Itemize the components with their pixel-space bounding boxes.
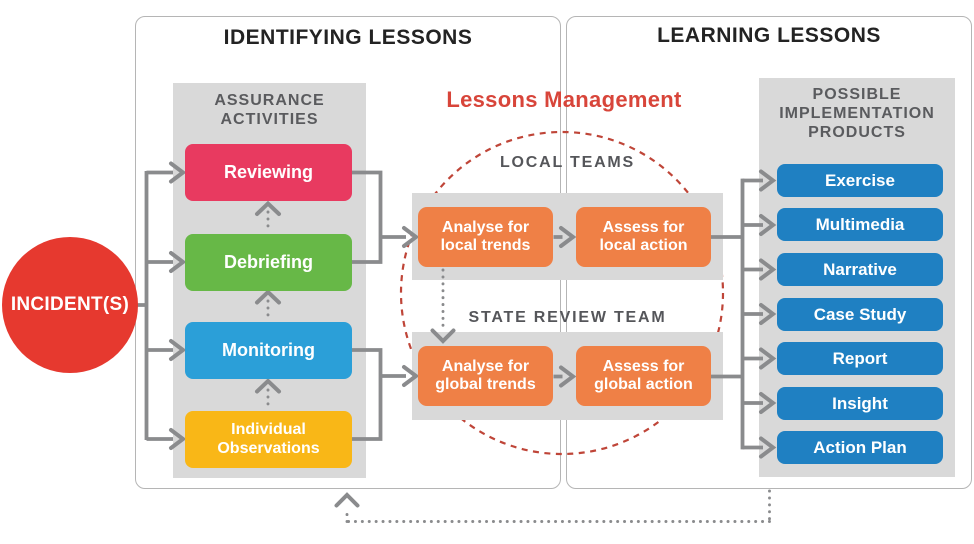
assess-local-action-box: Assess for local action <box>576 207 711 267</box>
debriefing-box: Debriefing <box>185 234 352 291</box>
action-plan-box: Action Plan <box>777 431 943 464</box>
possible-implementation-products-title: POSSIBLE IMPLEMENTATION PRODUCTS <box>779 86 935 141</box>
analyse-local-trends-box: Analyse for local trends <box>418 207 553 267</box>
case-study-box: Case Study <box>777 298 943 331</box>
state-review-team-label: STATE REVIEW TEAM <box>468 309 667 326</box>
analyse-global-trends-box: Analyse for global trends <box>418 346 553 406</box>
reviewing-box: Reviewing <box>185 144 352 201</box>
individual-observations-box: Individual Observations <box>185 411 352 468</box>
learning-lessons-title: LEARNING LESSONS <box>657 24 881 47</box>
assess-global-action-box: Assess for global action <box>576 346 711 406</box>
insight-box: Insight <box>777 387 943 420</box>
assurance-activities-title: ASSURANCE ACTIVITIES <box>214 92 325 128</box>
narrative-box: Narrative <box>777 253 943 286</box>
identifying-lessons-title: IDENTIFYING LESSONS <box>223 26 473 49</box>
incident-circle: INCIDENT(S) <box>2 237 138 373</box>
local-teams-label: LOCAL TEAMS <box>499 154 636 171</box>
lessons-management-title: Lessons Management <box>446 87 682 112</box>
monitoring-box: Monitoring <box>185 322 352 379</box>
multimedia-box: Multimedia <box>777 208 943 241</box>
exercise-box: Exercise <box>777 164 943 197</box>
report-box: Report <box>777 342 943 375</box>
